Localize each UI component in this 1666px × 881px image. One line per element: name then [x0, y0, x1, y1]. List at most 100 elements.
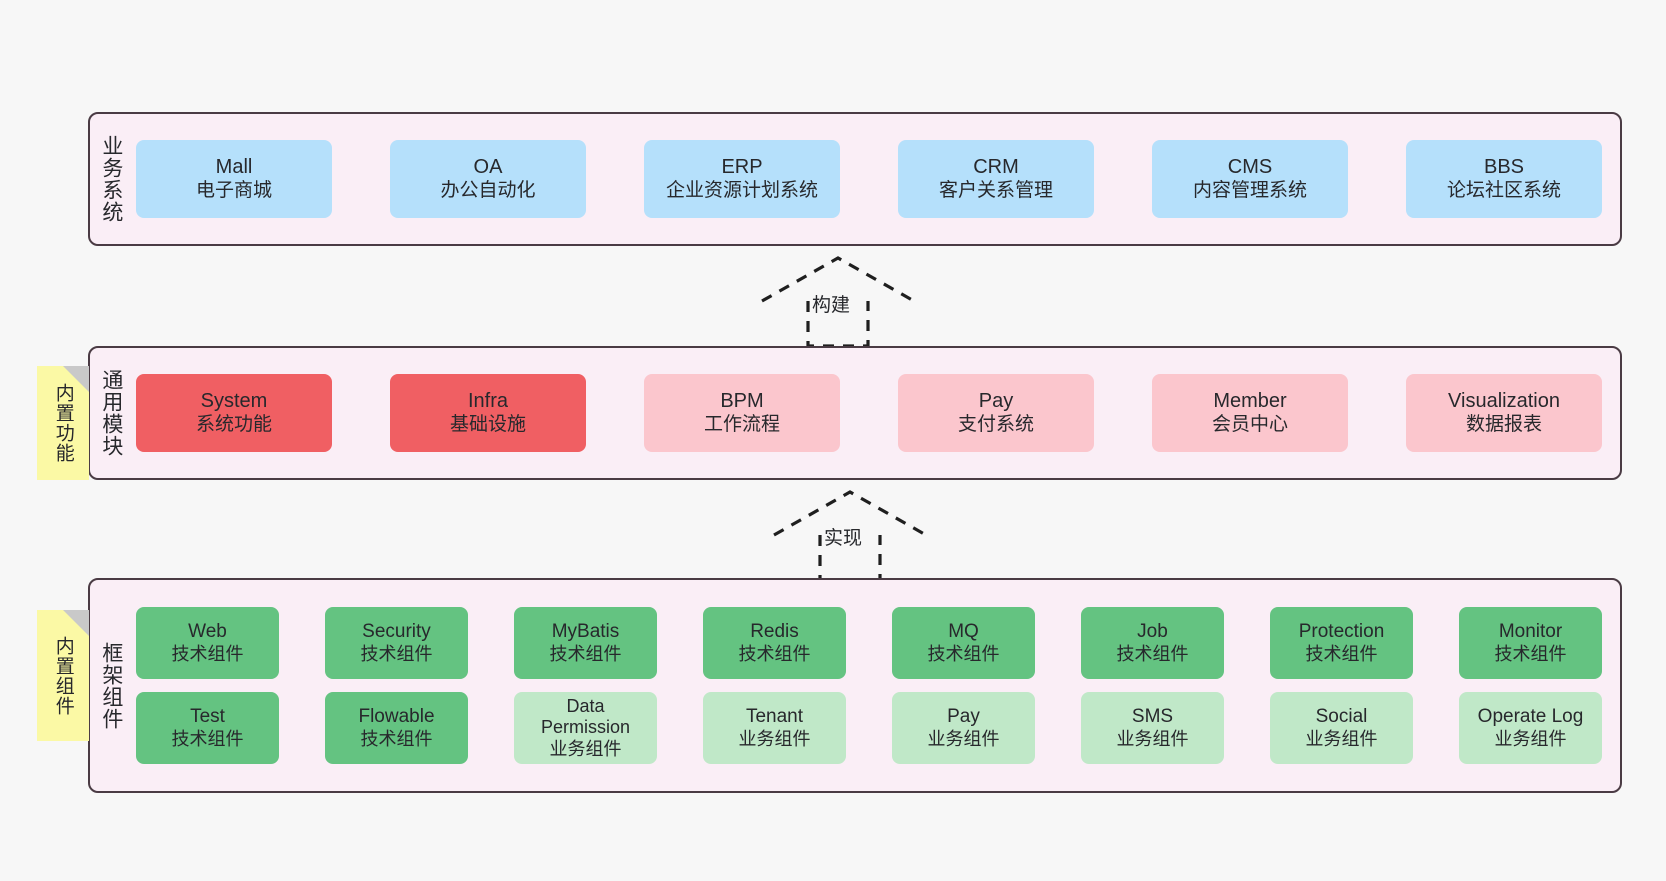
node-subtitle: 支付系统 [957, 413, 1034, 435]
node-protection[interactable]: Protection 技术组件 [1270, 607, 1413, 679]
node-title: Tenant [745, 706, 804, 728]
node-test[interactable]: Test 技术组件 [136, 692, 279, 764]
node-subtitle: 技术组件 [738, 643, 811, 664]
note-fold-corner-icon [63, 610, 89, 636]
node-erp[interactable]: ERP 企业资源计划系统 [644, 140, 840, 218]
node-title: Mall [215, 156, 253, 178]
node-subtitle: 客户关系管理 [938, 179, 1053, 201]
node-subtitle: 业务组件 [1116, 728, 1189, 749]
node-mq[interactable]: MQ 技术组件 [892, 607, 1035, 679]
node-title: Operate Log [1477, 706, 1584, 728]
node-subtitle: 业务组件 [549, 738, 622, 759]
node-subtitle: 业务组件 [738, 728, 811, 749]
node-subtitle: 技术组件 [1305, 643, 1378, 664]
node-subtitle: 技术组件 [360, 728, 433, 749]
node-subtitle: 论坛社区系统 [1446, 179, 1561, 201]
node-title: MQ [948, 621, 979, 643]
arrowhead-triangle [773, 490, 927, 537]
node-pay-module[interactable]: Pay 支付系统 [898, 374, 1094, 452]
node-subtitle: 工作流程 [703, 413, 780, 435]
node-title: Protection [1298, 621, 1385, 643]
node-title: Test [190, 706, 225, 728]
node-pay-component[interactable]: Pay 业务组件 [892, 692, 1035, 764]
node-title: System [200, 390, 268, 412]
node-title: Flowable [358, 706, 435, 728]
arrow-stem [806, 301, 870, 348]
note-text: 内置组件 [52, 635, 74, 716]
node-security[interactable]: Security 技术组件 [325, 607, 468, 679]
node-subtitle: 技术组件 [360, 643, 433, 664]
node-visualization[interactable]: Visualization 数据报表 [1406, 374, 1602, 452]
node-cms[interactable]: CMS 内容管理系统 [1152, 140, 1348, 218]
connector-implement-label: 实现 [824, 528, 863, 549]
node-title: Pay [978, 390, 1014, 412]
node-bbs[interactable]: BBS 论坛社区系统 [1406, 140, 1602, 218]
node-web[interactable]: Web 技术组件 [136, 607, 279, 679]
node-title: Web [188, 621, 227, 643]
node-subtitle: 办公自动化 [440, 179, 536, 201]
node-oa[interactable]: OA 办公自动化 [390, 140, 586, 218]
layer-body-framework-components: Web 技术组件 Security 技术组件 MyBatis 技术组件 Redi… [132, 580, 1620, 791]
node-subtitle: 技术组件 [171, 728, 244, 749]
node-title: Monitor [1498, 621, 1563, 643]
note-builtin-features: 内置功能 [37, 366, 89, 480]
arrow-stem [818, 535, 882, 582]
node-title: Data Permission [540, 696, 631, 738]
node-mybatis[interactable]: MyBatis 技术组件 [514, 607, 657, 679]
node-subtitle: 技术组件 [171, 643, 244, 664]
node-mall[interactable]: Mall 电子商城 [136, 140, 332, 218]
node-title: BBS [1483, 156, 1525, 178]
node-title: Member [1213, 390, 1287, 412]
node-title: Redis [750, 621, 799, 643]
note-builtin-components: 内置组件 [37, 610, 89, 741]
arrowhead-triangle [761, 256, 915, 303]
node-crm[interactable]: CRM 客户关系管理 [898, 140, 1094, 218]
node-title: OA [473, 156, 503, 178]
node-title: Job [1137, 621, 1168, 643]
node-sms[interactable]: SMS 业务组件 [1081, 692, 1224, 764]
node-subtitle: 技术组件 [549, 643, 622, 664]
node-subtitle: 技术组件 [927, 643, 1000, 664]
node-system[interactable]: System 系统功能 [136, 374, 332, 452]
node-job[interactable]: Job 技术组件 [1081, 607, 1224, 679]
node-title: Social [1315, 706, 1368, 728]
layer-business-systems: 业务系统 Mall 电子商城 OA 办公自动化 ERP 企业资源计划系统 CRM… [88, 112, 1622, 246]
node-row: Test 技术组件 Flowable 技术组件 Data Permission … [136, 692, 1602, 764]
node-subtitle: 企业资源计划系统 [665, 179, 818, 201]
node-redis[interactable]: Redis 技术组件 [703, 607, 846, 679]
node-title: CMS [1227, 156, 1273, 178]
node-title: BPM [720, 390, 764, 412]
node-subtitle: 基础设施 [449, 413, 526, 435]
node-tenant[interactable]: Tenant 业务组件 [703, 692, 846, 764]
node-member[interactable]: Member 会员中心 [1152, 374, 1348, 452]
node-subtitle: 业务组件 [1494, 728, 1567, 749]
connector-implement-arrow [773, 490, 927, 582]
node-bpm[interactable]: BPM 工作流程 [644, 374, 840, 452]
node-subtitle: 技术组件 [1494, 643, 1567, 664]
node-title: Security [362, 621, 431, 643]
connector-build-arrow [761, 256, 915, 348]
node-infra[interactable]: Infra 基础设施 [390, 374, 586, 452]
node-subtitle: 业务组件 [1305, 728, 1378, 749]
node-title: CRM [973, 156, 1019, 178]
node-row: Web 技术组件 Security 技术组件 MyBatis 技术组件 Redi… [136, 607, 1602, 679]
layer-body-common-modules: System 系统功能 Infra 基础设施 BPM 工作流程 Pay 支付系统… [132, 348, 1620, 478]
node-operate-log[interactable]: Operate Log 业务组件 [1459, 692, 1602, 764]
node-title: Pay [947, 706, 980, 728]
node-subtitle: 系统功能 [195, 413, 272, 435]
node-subtitle: 会员中心 [1211, 413, 1288, 435]
node-row: Mall 电子商城 OA 办公自动化 ERP 企业资源计划系统 CRM 客户关系… [136, 140, 1602, 218]
node-subtitle: 数据报表 [1465, 413, 1542, 435]
node-subtitle: 技术组件 [1116, 643, 1189, 664]
node-monitor[interactable]: Monitor 技术组件 [1459, 607, 1602, 679]
node-flowable[interactable]: Flowable 技术组件 [325, 692, 468, 764]
node-row: System 系统功能 Infra 基础设施 BPM 工作流程 Pay 支付系统… [136, 374, 1602, 452]
layer-framework-components: 框架组件 Web 技术组件 Security 技术组件 MyBatis 技术组件… [88, 578, 1622, 793]
node-subtitle: 内容管理系统 [1192, 179, 1307, 201]
node-title: Infra [467, 390, 509, 412]
layer-label-framework-components: 框架组件 [99, 641, 123, 730]
node-social[interactable]: Social 业务组件 [1270, 692, 1413, 764]
node-data-permission[interactable]: Data Permission 业务组件 [514, 692, 657, 764]
layer-label-business-systems: 业务系统 [99, 135, 123, 223]
